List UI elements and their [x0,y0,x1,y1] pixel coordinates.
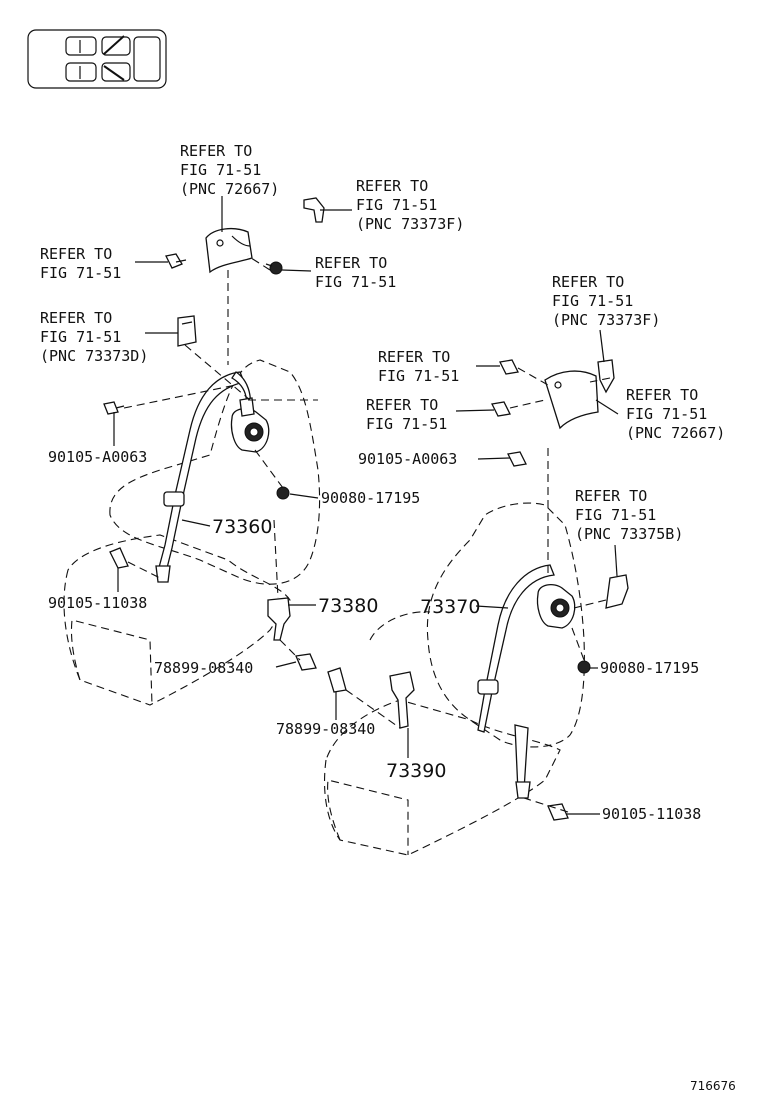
ref-label-73375b: REFER TO FIG 71-51 (PNC 73375B) [575,487,683,543]
svg-text:REFER TO: REFER TO [575,487,647,505]
svg-text:REFER TO: REFER TO [366,396,438,414]
svg-text:FIG 71-51: FIG 71-51 [575,506,656,524]
part-label-90080-17195-left: 90080-17195 [321,489,420,507]
bolt-90105-11038-left [109,547,129,569]
svg-text:(PNC 72667): (PNC 72667) [180,180,279,198]
part-label-73360: 73360 [212,516,272,538]
svg-text:REFER TO: REFER TO [356,177,428,195]
ref-label-bolt-right-2: REFER TO FIG 71-51 [366,396,447,433]
figure-number: 716676 [690,1079,736,1093]
ref-label-72667-left: REFER TO FIG 71-51 (PNC 72667) [180,142,279,198]
svg-text:(PNC 72667): (PNC 72667) [626,424,725,442]
left-seat-outline [63,359,321,706]
part-label-90105-a0063-left: 90105-A0063 [48,448,147,466]
svg-text:FIG 71-51: FIG 71-51 [626,405,707,423]
bolt-78899-08340-a [295,653,317,671]
bolt-90105-11038-right [547,803,569,821]
svg-text:REFER TO: REFER TO [378,348,450,366]
right-seat-outline [324,502,585,856]
ref-label-72667-right: REFER TO FIG 71-51 (PNC 72667) [626,386,725,442]
part-label-78899-08340-a: 78899-08340 [154,659,253,677]
ref-label-bolt-left: REFER TO FIG 71-51 [40,245,121,282]
cover-73373f-right [597,359,615,394]
svg-text:(PNC 73375B): (PNC 73375B) [575,525,683,543]
cover-72667-left [205,227,253,274]
seat-belt-73370 [477,564,555,799]
svg-text:REFER TO: REFER TO [180,142,252,160]
ref-label-73373f-left: REFER TO FIG 71-51 (PNC 73373F) [356,177,464,233]
svg-text:FIG 71-51: FIG 71-51 [40,264,121,282]
svg-text:FIG 71-51: FIG 71-51 [366,415,447,433]
part-label-90105-11038-right: 90105-11038 [602,805,701,823]
bolt-78899-08340-b [327,667,347,693]
ref-label-bolt-right-1: REFER TO FIG 71-51 [378,348,459,385]
svg-text:FIG 71-51: FIG 71-51 [378,367,459,385]
part-label-73370: 73370 [420,596,480,618]
retractor-left [230,397,270,453]
svg-text:REFER TO: REFER TO [552,273,624,291]
bolt-right-ref-2 [491,401,511,417]
nut-90080-17195-left [276,486,290,500]
vehicle-seat-locator-icon [27,29,167,89]
ref-label-nut-left: REFER TO FIG 71-51 [315,254,396,291]
svg-text:REFER TO: REFER TO [40,245,112,263]
left-leaders [123,255,318,661]
svg-text:REFER TO: REFER TO [626,386,698,404]
bolt-90105-a0063-left [103,401,125,415]
bolt-left-ref [165,253,187,269]
part-label-90105-a0063-right: 90105-A0063 [358,450,457,468]
part-label-73380: 73380 [318,595,378,617]
svg-text:REFER TO: REFER TO [40,309,112,327]
part-label-73390: 73390 [386,760,446,782]
cover-72667-right [544,370,599,430]
part-label-78899-08340-b: 78899-08340 [276,720,375,738]
part-label-90080-17195-right: 90080-17195 [600,659,699,677]
svg-text:(PNC 73373F): (PNC 73373F) [552,311,660,329]
svg-text:(PNC 73373D): (PNC 73373D) [40,347,148,365]
retractor-right [536,583,576,629]
svg-text:FIG 71-51: FIG 71-51 [40,328,121,346]
bolt-90105-a0063-right [507,451,527,467]
svg-text:FIG 71-51: FIG 71-51 [552,292,633,310]
svg-text:REFER TO: REFER TO [315,254,387,272]
cover-73373f-left [303,197,325,223]
label-leaders [113,196,619,815]
bolt-right-ref-1 [499,359,519,375]
svg-text:FIG 71-51: FIG 71-51 [180,161,261,179]
svg-text:(PNC 73373F): (PNC 73373F) [356,215,464,233]
svg-text:FIG 71-51: FIG 71-51 [315,273,396,291]
right-leaders [345,367,611,813]
part-label-90105-11038-left: 90105-11038 [48,594,147,612]
ref-label-73373d: REFER TO FIG 71-51 (PNC 73373D) [40,309,148,365]
cover-73373d [177,315,197,347]
seat-belt-73360 [155,371,252,583]
nut-90080-17195-right [577,660,591,674]
ref-label-73373f-right: REFER TO FIG 71-51 (PNC 73373F) [552,273,660,329]
bracket-73375b [605,574,629,609]
buckle-73390 [389,671,415,729]
nut-left-ref [265,261,283,275]
svg-text:FIG 71-51: FIG 71-51 [356,196,437,214]
buckle-73380 [267,597,291,641]
